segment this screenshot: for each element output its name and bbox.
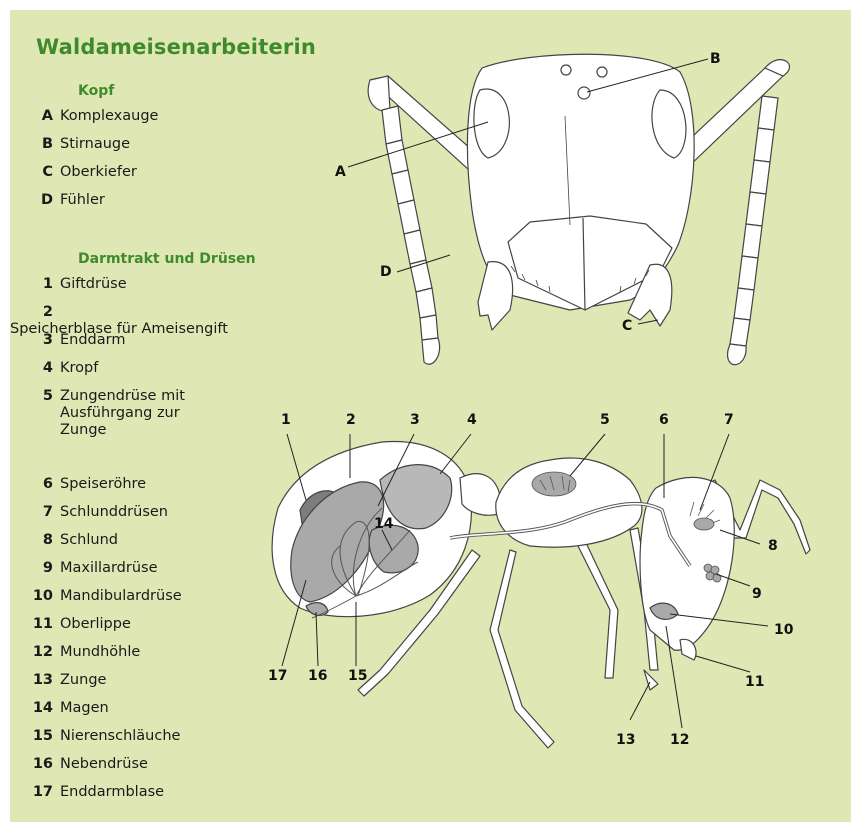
label-8: 8 [768, 538, 778, 554]
ant-head-illustration [368, 54, 789, 364]
leg-middle [490, 550, 554, 748]
label-1: 1 [281, 412, 291, 428]
ocellus-right [597, 67, 607, 77]
label-10: 10 [774, 622, 794, 638]
label-9: 9 [752, 586, 762, 602]
ant-diagram: A B C D 1 2 3 4 5 6 7 8 9 10 11 12 13 14… [10, 10, 851, 822]
label-17: 17 [268, 668, 287, 684]
labial-gland [532, 472, 576, 496]
label-13: 13 [616, 732, 635, 748]
ocellus-left [561, 65, 571, 75]
label-7: 7 [724, 412, 734, 428]
leg-front [570, 526, 618, 678]
label-12: 12 [670, 732, 689, 748]
label-14: 14 [374, 516, 394, 532]
thorax [496, 458, 642, 547]
label-D: D [380, 264, 392, 280]
tongue [644, 670, 658, 690]
ant-body-illustration [272, 441, 810, 748]
label-6: 6 [659, 412, 669, 428]
left-mandible [478, 262, 513, 330]
label-5: 5 [600, 412, 610, 428]
label-A: A [335, 164, 346, 180]
label-2: 2 [346, 412, 356, 428]
label-16: 16 [308, 668, 327, 684]
label-11: 11 [745, 674, 764, 690]
ocellus-center [578, 87, 590, 99]
label-C: C [622, 318, 632, 334]
label-4: 4 [467, 412, 477, 428]
label-3: 3 [410, 412, 420, 428]
label-15: 15 [348, 668, 367, 684]
label-B: B [710, 51, 721, 67]
